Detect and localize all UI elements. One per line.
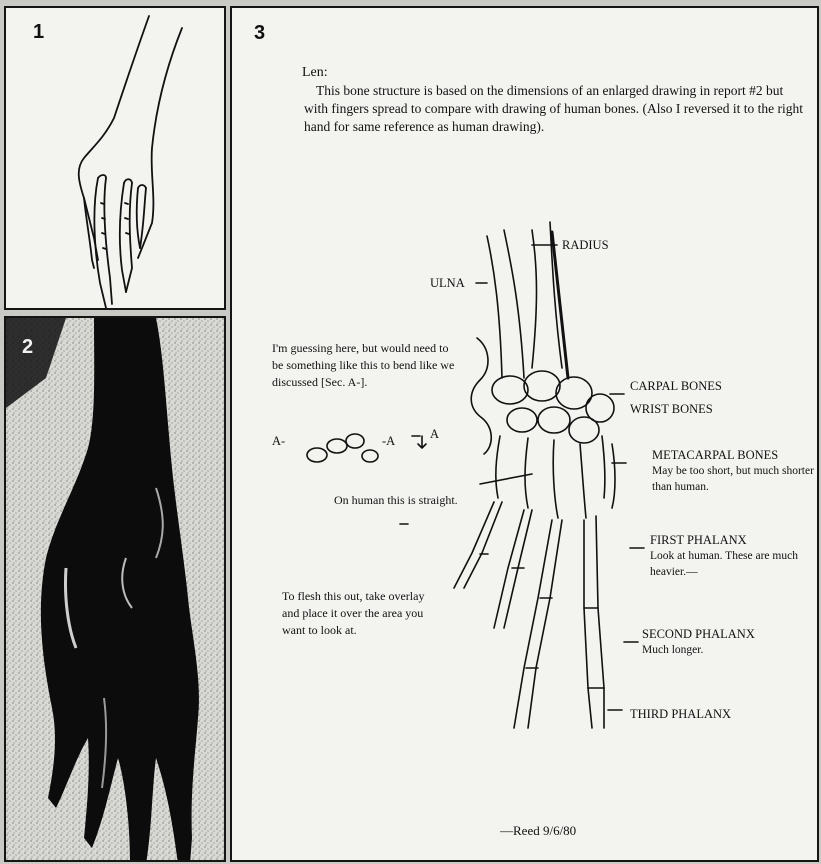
- hand-sketch-drawing: [6, 8, 226, 310]
- panel-3-bone-diagram: 3 Len: This bone structure is based on t…: [230, 6, 819, 862]
- hand-bone-diagram: [232, 8, 819, 862]
- note-human-straight: On human this is straight.: [334, 492, 464, 509]
- panel-number: 2: [22, 336, 33, 359]
- label-second-phalanx: SECOND PHALANX: [642, 626, 755, 642]
- label-radius: RADIUS: [562, 237, 609, 253]
- note-bending-guess: I'm guessing here, but would need to be …: [272, 340, 457, 391]
- section-a-left-label: A-: [272, 433, 285, 449]
- label-metacarpal-bones: METACARPAL BONES: [652, 447, 778, 463]
- signature: —Reed 9/6/80: [500, 822, 576, 840]
- note-second-phalanx: Much longer.: [642, 642, 703, 658]
- label-wrist-bones: WRIST BONES: [630, 401, 713, 417]
- claw-photo-image: [6, 318, 226, 862]
- note-first-phalanx: Look at human. These are much heavier.—: [650, 548, 810, 580]
- section-a-arrow-label: A: [430, 426, 439, 442]
- label-ulna: ULNA: [430, 275, 465, 291]
- label-carpal-bones: CARPAL BONES: [630, 378, 722, 394]
- note-metacarpal: May be too short, but much shorter than …: [652, 463, 819, 495]
- section-a-right-label: -A: [382, 433, 395, 449]
- panel-1-hand-sketch: 1: [4, 6, 226, 310]
- panel-2-claw-photo: 2: [4, 316, 226, 862]
- label-first-phalanx: FIRST PHALANX: [650, 532, 747, 548]
- label-third-phalanx: THIRD PHALANX: [630, 706, 731, 722]
- note-overlay: To flesh this out, take overlay and plac…: [282, 588, 432, 639]
